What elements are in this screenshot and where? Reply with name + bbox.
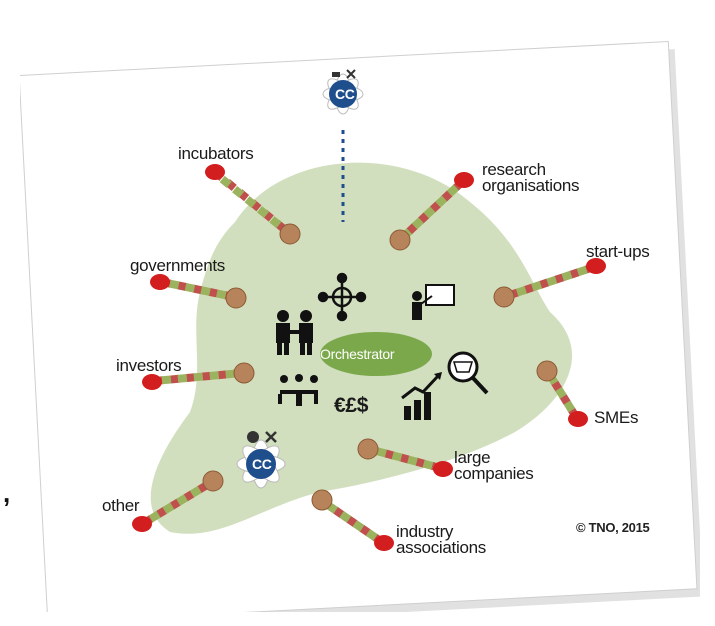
node-smes (568, 411, 588, 427)
connector-industry-alt (319, 497, 385, 546)
node-research (454, 172, 474, 188)
node-large (433, 461, 453, 477)
connector-other-alt (141, 478, 215, 527)
inner-node-industry (311, 489, 333, 511)
inner-node-large (357, 438, 379, 460)
network-icon (317, 272, 367, 322)
node-industry (374, 535, 394, 551)
inner-node-investors (233, 362, 255, 384)
connector-large (367, 445, 442, 472)
node-other (132, 516, 152, 532)
label-large: large companies (454, 448, 534, 483)
cc-badge-top (322, 69, 364, 115)
shopping-search-icon (447, 351, 489, 395)
presentation-icon (412, 284, 455, 320)
diagram-canvas (20, 40, 700, 612)
connector-research (397, 179, 465, 243)
inner-nodes (202, 223, 558, 511)
connector-large-alt (367, 445, 442, 472)
cc-label-bottom: CC (252, 456, 272, 472)
currency-icon: €£$ (334, 394, 369, 417)
label-smes: SMEs (594, 408, 639, 427)
inner-node-research (389, 229, 411, 251)
connector-startups-alt (502, 263, 596, 301)
connector-governments-alt (161, 278, 235, 301)
connector-research-alt (397, 179, 465, 243)
growth-chart-icon (401, 372, 442, 420)
connector-incubators-alt (213, 170, 293, 238)
node-startups (586, 258, 606, 274)
copyright-text: © TNO, 2015 (576, 520, 650, 535)
label-research: research organisations (482, 160, 580, 195)
handshake-icon (276, 310, 313, 355)
label-other: other (102, 496, 140, 515)
meeting-icon (278, 374, 318, 406)
node-governments (150, 274, 170, 290)
cc-label-top: CC (335, 86, 355, 102)
inner-node-incubators (279, 223, 301, 245)
label-incubators: incubators (178, 144, 254, 163)
label-industry: industry associations (396, 522, 486, 557)
orchestrator-ellipse (320, 332, 432, 376)
stray-comma: , (3, 478, 11, 508)
inner-node-other (202, 470, 224, 492)
label-startups: start-ups (586, 242, 650, 261)
connector-other (141, 478, 215, 527)
inner-node-governments (225, 287, 247, 309)
node-investors (142, 374, 162, 390)
ecosystem-diagram: Orchestrator CC CC €£$ incubators resear… (20, 12, 700, 612)
cc-badge-bottom (236, 431, 286, 489)
inner-node-smes (536, 360, 558, 382)
outer-nodes (132, 164, 606, 551)
connector-governments (161, 278, 235, 301)
node-incubators (205, 164, 225, 180)
label-governments: governments (130, 256, 225, 275)
connector-industry (319, 497, 385, 546)
inner-node-startups (493, 286, 515, 308)
orchestrator-label: Orchestrator (320, 346, 395, 362)
connector-investors-alt (153, 369, 243, 385)
label-investors: investors (116, 356, 182, 375)
